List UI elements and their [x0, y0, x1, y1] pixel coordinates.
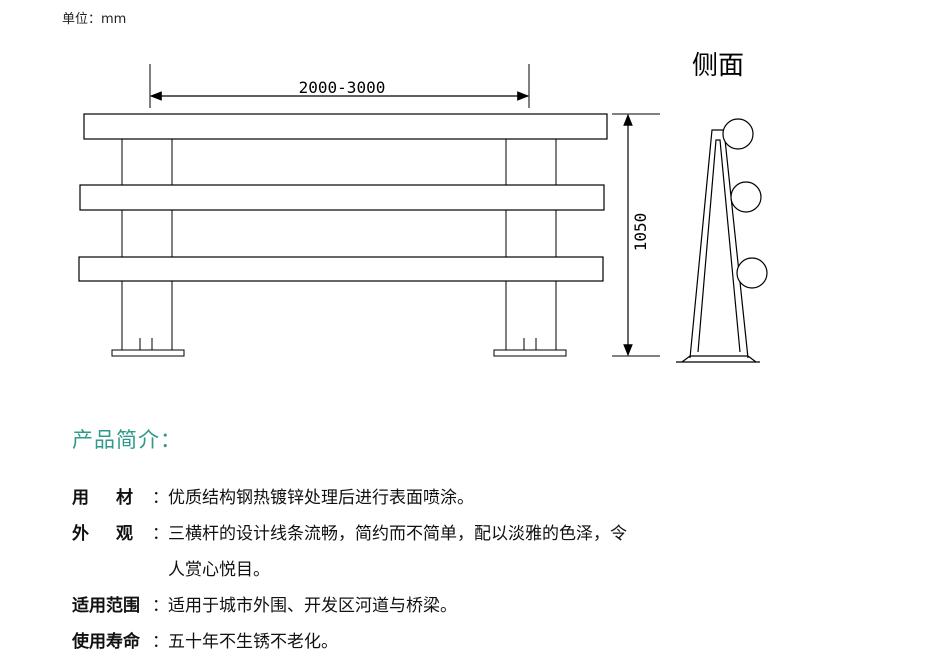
width-label: 2000-3000 [299, 78, 386, 97]
rail-top [83, 113, 608, 140]
spec-label: 适用范围 [72, 596, 140, 616]
spec-label: 使用寿命 [72, 632, 140, 652]
post-right [493, 137, 567, 357]
rail-bottom [78, 256, 604, 282]
side-view-rail-top [722, 118, 754, 150]
spec-colon: ： [152, 488, 169, 508]
side-view-label: 侧面 [692, 51, 744, 81]
side-view-post [676, 129, 760, 363]
post-left [111, 137, 185, 357]
spec-label: 外观 [72, 524, 133, 544]
spec-value: 三横杆的设计线条流畅，简约而不简单，配以淡雅的色泽，令 [168, 524, 627, 544]
side-view-rail-bottom [736, 257, 768, 289]
spec-colon: ： [152, 524, 169, 544]
spec-value: 适用于城市外围、开发区河道与桥梁。 [168, 596, 457, 616]
railing-drawing: 2000-3000 1050 侧面 [78, 51, 768, 363]
unit-label: 单位：mm [62, 12, 127, 27]
spec-value: 人赏心悦目。 [168, 560, 270, 580]
spec-colon: ： [152, 632, 169, 652]
spec-colon: ： [152, 596, 169, 616]
side-view-rail-middle [730, 181, 762, 213]
height-label: 1050 [631, 213, 650, 252]
spec-value: 五十年不生锈不老化。 [168, 632, 338, 652]
section-title: 产品简介： [72, 428, 182, 452]
spec-label: 用材 [72, 488, 133, 508]
rail-middle [79, 184, 605, 211]
spec-value: 优质结构钢热镀锌处理后进行表面喷涂。 [168, 488, 474, 508]
